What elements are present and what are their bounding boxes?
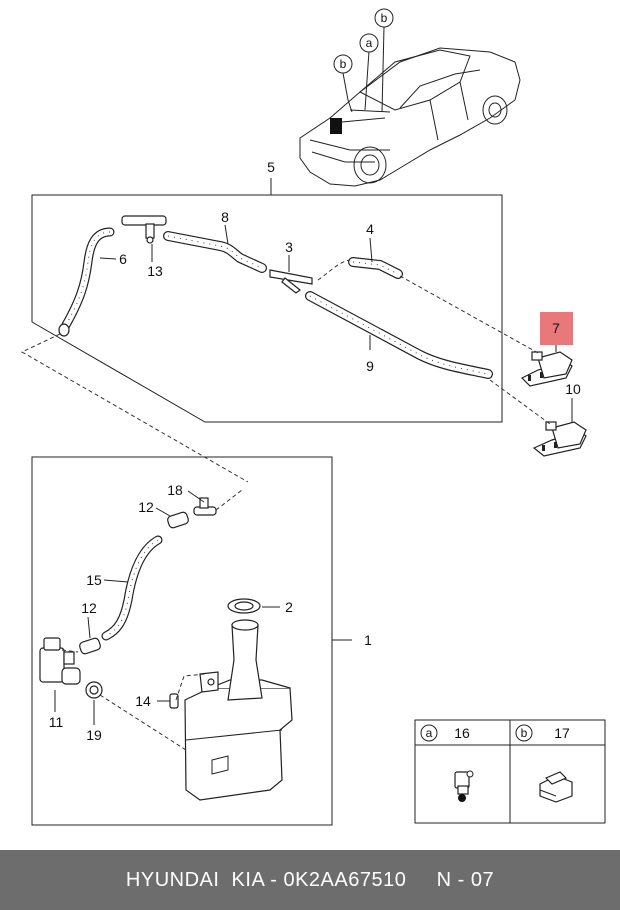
svg-text:16: 16 xyxy=(454,725,470,741)
label-12-lower: 12 xyxy=(81,600,97,616)
parts-diagram: b a b xyxy=(20,8,606,826)
hose-12-upper xyxy=(155,507,189,529)
connector-3 xyxy=(269,255,313,294)
label-5: 5 xyxy=(267,159,275,175)
callout-a: a xyxy=(359,33,379,53)
label-15: 15 xyxy=(86,572,102,588)
svg-text:a: a xyxy=(426,726,433,740)
label-6: 6 xyxy=(119,251,127,267)
nozzle-7 xyxy=(520,335,573,387)
hose-12-lower xyxy=(79,616,101,655)
fitting-18 xyxy=(187,490,217,516)
label-10: 10 xyxy=(565,381,581,397)
svg-text:7: 7 xyxy=(552,320,560,336)
nozzle-10 xyxy=(532,398,587,457)
car-callouts: b a b xyxy=(333,8,394,113)
label-12-upper: 12 xyxy=(138,499,154,515)
legend-a: a 16 xyxy=(420,724,470,742)
reservoir-1 xyxy=(184,619,293,801)
hose-15 xyxy=(101,535,163,641)
highlight-label-7: 7 xyxy=(540,312,573,345)
callout-b-1: b xyxy=(333,54,353,74)
footer-bar: HYUNDAI KIA - 0K2AA67510 N - 07 xyxy=(0,850,620,910)
svg-text:b: b xyxy=(340,57,347,71)
callout-b-2: b xyxy=(374,8,394,28)
clip-17-drawing xyxy=(539,771,573,803)
label-18: 18 xyxy=(167,482,183,498)
hose-8 xyxy=(163,224,267,273)
svg-text:17: 17 xyxy=(554,725,570,741)
label-13: 13 xyxy=(147,263,163,279)
hose-9 xyxy=(305,291,493,379)
label-1: 1 xyxy=(364,632,372,648)
label-2: 2 xyxy=(285,599,293,615)
label-3: 3 xyxy=(285,239,293,255)
label-14: 14 xyxy=(135,693,151,709)
label-9: 9 xyxy=(366,358,374,374)
cap-2 xyxy=(227,598,280,614)
hose-assembly-frame xyxy=(31,178,503,423)
clip-14 xyxy=(157,693,179,709)
label-11: 11 xyxy=(49,714,64,730)
footer-text: HYUNDAI KIA - 0K2AA67510 N - 07 xyxy=(125,868,495,891)
legend-table: a 16 b 17 xyxy=(414,719,606,824)
hose-6 xyxy=(58,227,115,337)
svg-text:b: b xyxy=(381,11,388,25)
clip-16-drawing xyxy=(454,770,474,802)
reservoir-assembly-frame xyxy=(31,456,352,826)
label-8: 8 xyxy=(221,209,229,225)
hose-4 xyxy=(317,237,403,281)
grommet-19 xyxy=(85,681,103,725)
car-illustration xyxy=(299,47,521,187)
connector-13 xyxy=(121,215,167,244)
svg-text:a: a xyxy=(366,36,373,50)
label-4: 4 xyxy=(366,221,374,237)
legend-b: b 17 xyxy=(515,724,570,742)
svg-text:b: b xyxy=(521,726,528,740)
label-19: 19 xyxy=(86,727,102,743)
washer-location-mark xyxy=(330,118,342,134)
pump-11 xyxy=(39,637,81,712)
